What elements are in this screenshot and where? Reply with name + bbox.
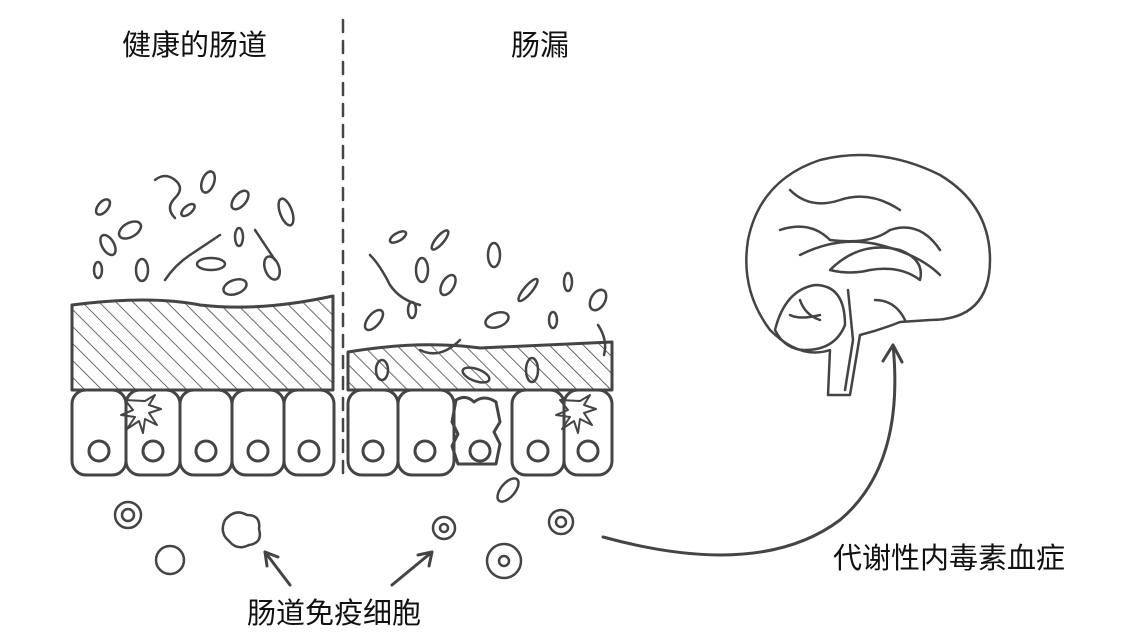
arrow-to-brain <box>601 343 904 557</box>
arrow-to-immune-cell-right <box>390 550 434 587</box>
healthy-epithelial-cells <box>70 388 336 477</box>
label-metabolic-endotoxemia: 代谢性内毒素血症 <box>833 541 1066 575</box>
brain-illustration <box>745 153 992 397</box>
immune-cells <box>113 500 575 580</box>
label-healthy-gut: 健康的肠道 <box>122 28 268 62</box>
label-leaky-gut: 肠漏 <box>511 28 570 62</box>
leaky-mucus-layer <box>346 340 614 392</box>
label-gut-immune-cells: 肠道免疫细胞 <box>247 596 422 630</box>
bacteria-leaky <box>363 229 608 503</box>
arrow-to-immune-cell-left <box>263 550 292 587</box>
healthy-mucus-layer <box>70 294 335 392</box>
bacteria-healthy <box>92 170 295 297</box>
leaky-epithelial-cells <box>346 388 614 477</box>
